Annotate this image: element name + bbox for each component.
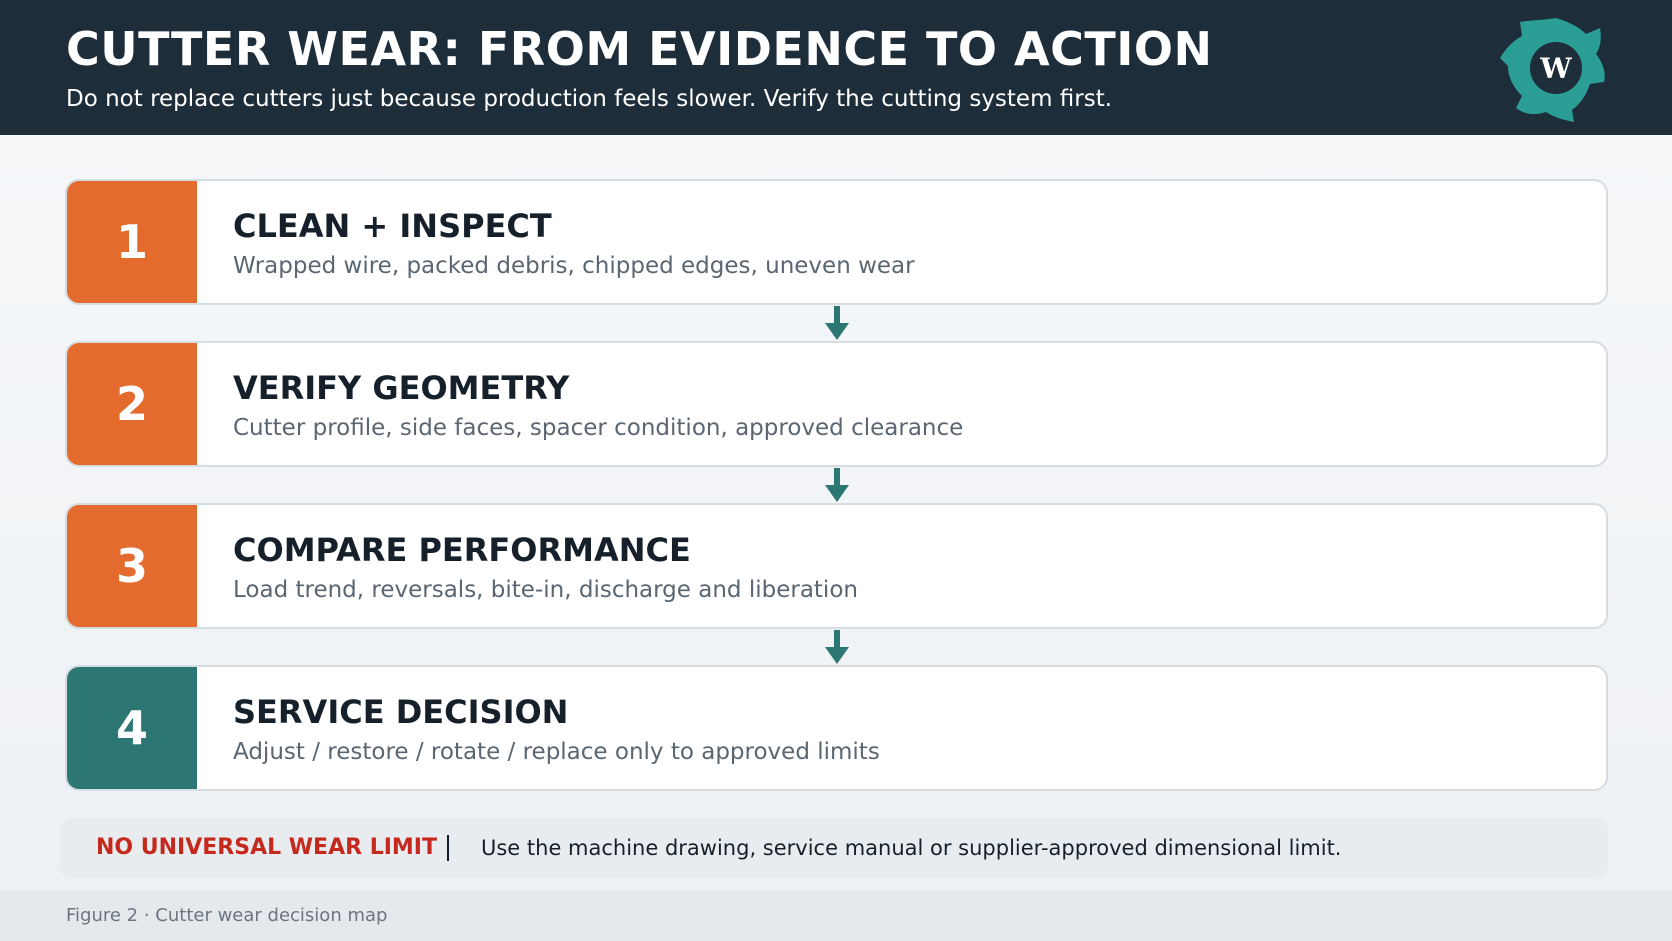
step-card-4: 4 SERVICE DECISION Adjust / restore / ro… — [65, 665, 1608, 791]
divider — [447, 835, 449, 861]
step-title: CLEAN + INSPECT — [233, 207, 552, 245]
step-card-3: 3 COMPARE PERFORMANCE Load trend, revers… — [65, 503, 1608, 629]
step-title: VERIFY GEOMETRY — [233, 369, 570, 407]
gear-logo-icon: W — [1500, 18, 1605, 122]
step-number-badge: 4 — [67, 667, 197, 789]
step-card-2: 2 VERIFY GEOMETRY Cutter profile, side f… — [65, 341, 1608, 467]
arrow-down-icon — [825, 630, 849, 664]
arrow-down-icon — [825, 306, 849, 340]
step-title: SERVICE DECISION — [233, 693, 569, 731]
step-title: COMPARE PERFORMANCE — [233, 531, 691, 569]
note-banner: NO UNIVERSAL WEAR LIMIT Use the machine … — [60, 818, 1608, 878]
step-number-badge: 2 — [67, 343, 197, 465]
arrow-down-icon — [825, 468, 849, 502]
footer: Figure 2 · Cutter wear decision map — [0, 891, 1672, 941]
svg-text:W: W — [1539, 52, 1572, 85]
page-subtitle: Do not replace cutters just because prod… — [66, 86, 1113, 112]
header-banner: CUTTER WEAR: FROM EVIDENCE TO ACTION Do … — [0, 0, 1672, 135]
step-description: Wrapped wire, packed debris, chipped edg… — [233, 253, 915, 279]
page-title: CUTTER WEAR: FROM EVIDENCE TO ACTION — [66, 22, 1213, 76]
step-number-badge: 1 — [67, 181, 197, 303]
note-text: Use the machine drawing, service manual … — [481, 836, 1342, 860]
note-label: NO UNIVERSAL WEAR LIMIT — [96, 835, 437, 860]
step-description: Cutter profile, side faces, spacer condi… — [233, 415, 964, 441]
step-number-badge: 3 — [67, 505, 197, 627]
step-description: Adjust / restore / rotate / replace only… — [233, 739, 880, 765]
step-description: Load trend, reversals, bite-in, discharg… — [233, 577, 858, 603]
figure-caption: Figure 2 · Cutter wear decision map — [66, 905, 388, 926]
step-card-1: 1 CLEAN + INSPECT Wrapped wire, packed d… — [65, 179, 1608, 305]
